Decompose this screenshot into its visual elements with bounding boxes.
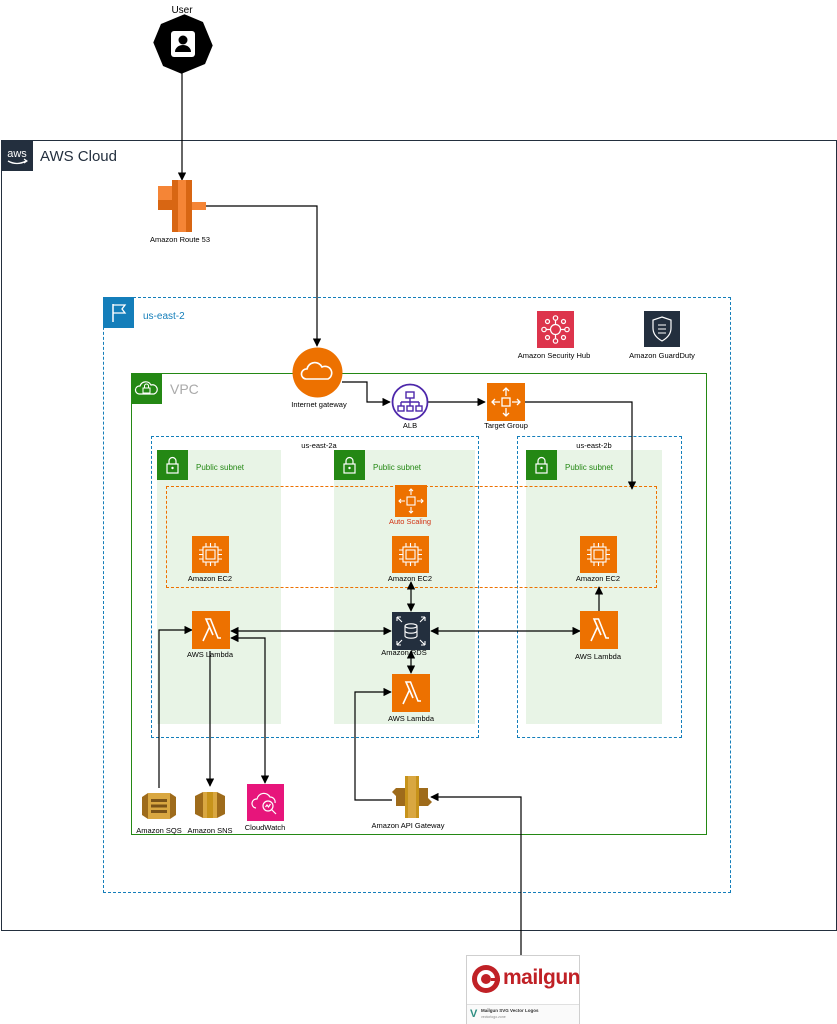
- sns-label: Amazon SNS: [187, 826, 233, 835]
- aws-cloud-label: AWS Cloud: [40, 148, 117, 165]
- internet-gateway-icon[interactable]: [292, 347, 343, 398]
- user-icon[interactable]: [153, 14, 213, 74]
- region-label: us-east-2: [143, 311, 185, 322]
- sqs-label: Amazon SQS: [136, 826, 182, 835]
- edge-route53-igw: [206, 205, 322, 347]
- edge-lambda1-cloudwatch: [230, 633, 270, 784]
- public-subnet-2-label: Public subnet: [373, 463, 422, 472]
- mailgun-logo[interactable]: mailgun V Mailgun SVG Vector Logos vecto…: [466, 955, 581, 1024]
- internet-gateway-label: Internet gateway: [291, 400, 347, 409]
- sns-icon[interactable]: [191, 786, 229, 824]
- ec2-label-3: Amazon EC2: [575, 574, 621, 583]
- subnet-lock-icon: [526, 450, 557, 480]
- security-hub-icon[interactable]: [537, 311, 574, 348]
- region-flag-icon: [103, 297, 134, 328]
- az-b-label: us-east-2b: [576, 441, 612, 450]
- public-subnet-3-label: Public subnet: [565, 463, 614, 472]
- mailgun-caption: Mailgun SVG Vector Logos: [481, 1008, 539, 1013]
- mailgun-caption-small: vectorlogo.zone: [481, 1015, 506, 1019]
- route53-icon[interactable]: [156, 178, 208, 234]
- svg-text:aws: aws: [7, 148, 27, 160]
- mailgun-wordmark: mailgun: [503, 966, 581, 989]
- subnet-lock-icon: [157, 450, 188, 480]
- route53-label: Amazon Route 53: [149, 235, 211, 244]
- ec2-instance-icon[interactable]: [192, 536, 229, 573]
- mailgun-caption-bar: V Mailgun SVG Vector Logos vectorlogo.zo…: [467, 1004, 579, 1024]
- edge-apigw-lambda2: [354, 687, 392, 801]
- vpc-icon: [131, 373, 162, 404]
- edge-targetgroup-asg: [525, 401, 637, 490]
- guardduty-label: Amazon GuardDuty: [629, 351, 695, 360]
- ec2-instance-icon[interactable]: [392, 536, 429, 573]
- ec2-label-2: Amazon EC2: [387, 574, 433, 583]
- lambda-icon[interactable]: [392, 674, 430, 712]
- vectorlogo-v-icon: V: [470, 1008, 478, 1020]
- ec2-label-1: Amazon EC2: [187, 574, 233, 583]
- cloudwatch-icon[interactable]: [247, 784, 284, 821]
- ec2-instance-icon[interactable]: [580, 536, 617, 573]
- vpc-group: [131, 373, 707, 835]
- auto-scaling-label: Auto Scaling: [388, 517, 432, 526]
- edge-mailgun-apigw: [430, 792, 522, 956]
- lambda-label-1: AWS Lambda: [187, 650, 233, 659]
- api-gateway-icon[interactable]: [392, 774, 432, 820]
- aws-logo-icon: aws: [1, 140, 33, 171]
- rds-label: Amazon RDS: [381, 648, 427, 657]
- lambda-icon[interactable]: [192, 611, 230, 649]
- alb-label: ALB: [402, 421, 418, 430]
- az-a-label: us-east-2a: [301, 441, 337, 450]
- sqs-icon[interactable]: [140, 787, 178, 825]
- vpc-label: VPC: [170, 381, 199, 397]
- target-group-label: Target Group: [484, 421, 528, 430]
- edge-igw-alb: [342, 381, 391, 407]
- rds-icon[interactable]: [392, 612, 430, 650]
- edge-sqs-lambda1: [158, 625, 193, 788]
- lambda-label-2: AWS Lambda: [388, 714, 434, 723]
- lambda-label-3: AWS Lambda: [575, 652, 621, 661]
- alb-icon[interactable]: [391, 383, 429, 421]
- public-subnet-1-label: Public subnet: [196, 463, 245, 472]
- subnet-lock-icon: [334, 450, 365, 480]
- api-gateway-label: Amazon API Gateway: [371, 821, 445, 830]
- region-group: [103, 297, 731, 893]
- target-group-icon[interactable]: [487, 383, 525, 421]
- cloudwatch-label: CloudWatch: [244, 823, 286, 832]
- user-label: User: [171, 5, 193, 16]
- lambda-icon[interactable]: [580, 611, 618, 649]
- guardduty-icon[interactable]: [644, 311, 680, 347]
- security-hub-label: Amazon Security Hub: [517, 351, 591, 360]
- auto-scaling-icon[interactable]: [395, 485, 427, 517]
